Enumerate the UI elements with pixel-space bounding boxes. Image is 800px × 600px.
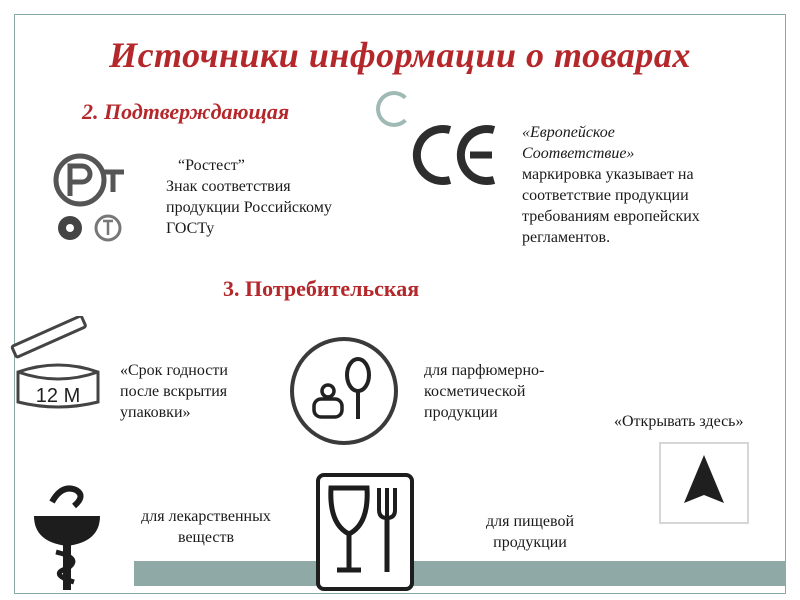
ce-mark-icon — [412, 125, 496, 185]
decorative-ring — [376, 91, 412, 127]
slide-title: Источники информации о товарах — [109, 35, 691, 75]
shelf-life-description: «Срок годности после вскрытия упаковки» — [120, 362, 228, 421]
food-description: для пищевой продукции — [485, 513, 575, 551]
section-heading-confirming: 2. Подтверждающая — [82, 99, 290, 124]
open-jar-icon: 12 M — [10, 316, 100, 409]
medicine-description: для лекарственных веществ — [141, 508, 271, 546]
footer-bar — [134, 561, 786, 586]
open-here-description: «Открывать здесь» — [614, 413, 744, 430]
slide-frame — [14, 14, 786, 594]
ce-description: «Европейское Соответствие» маркировка ук… — [522, 124, 700, 246]
section-heading-consumer: 3. Потребительская — [223, 276, 420, 301]
open-here-arrow-icon — [659, 442, 749, 524]
cosmetics-mirror-jar-icon — [290, 337, 398, 445]
food-glass-fork-icon — [316, 473, 414, 591]
rostest-description: “Ростест” Знак соответствия продукции Ро… — [166, 157, 332, 237]
rostest-mark-icon — [53, 153, 124, 242]
medicine-bowl-snake-icon — [34, 485, 100, 590]
cosmetics-description: для парфюмерно- косметической продукции — [424, 362, 545, 421]
shelf-life-label: 12 M — [36, 385, 80, 407]
